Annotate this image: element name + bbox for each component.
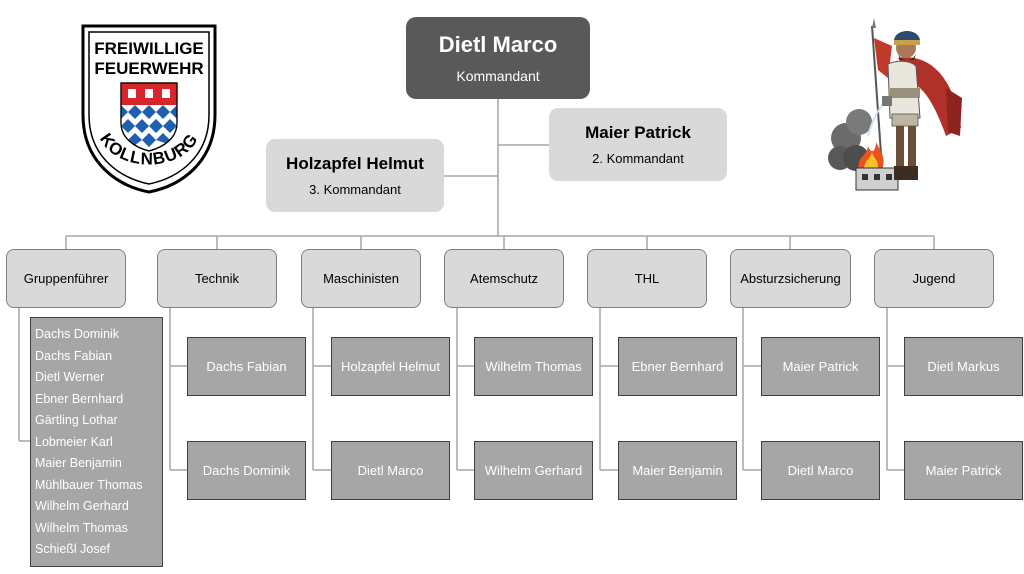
- saint-florian-illustration-icon: [828, 18, 962, 191]
- member-name: Dietl Markus: [927, 359, 1000, 374]
- member-name: Wilhelm Gerhard: [484, 463, 583, 478]
- member-box: Holzapfel Helmut: [331, 337, 450, 396]
- member-box: Maier Patrick: [761, 337, 880, 396]
- member-name: Maier Patrick: [925, 463, 1002, 478]
- deputy3-role: 3. Kommandant: [309, 182, 401, 197]
- category-atemschutz: Atemschutz: [444, 249, 564, 308]
- list-item: Dachs Fabian: [35, 348, 113, 363]
- member-name: Dietl Marco: [787, 463, 854, 478]
- list-item: Wilhelm Gerhard: [35, 499, 129, 513]
- coat-of-arms-icon: [120, 82, 178, 152]
- category-gruppenfuehrer: Gruppenführer: [6, 249, 126, 308]
- member-box: Maier Benjamin: [618, 441, 737, 500]
- logo-line2: FEUERWEHR: [94, 59, 203, 78]
- commander-role: Kommandant: [456, 68, 540, 84]
- commander-box: Dietl Marco Kommandant: [406, 17, 590, 99]
- member-name: Maier Patrick: [782, 359, 859, 374]
- member-box: Dietl Markus: [904, 337, 1023, 396]
- category-label: Jugend: [912, 271, 956, 286]
- list-item: Schießl Josef: [35, 542, 111, 556]
- deputy3-name: Holzapfel Helmut: [286, 154, 424, 173]
- member-name: Dachs Dominik: [202, 463, 291, 478]
- deputy2-role: 2. Kommandant: [592, 151, 684, 166]
- member-box: Dietl Marco: [331, 441, 450, 500]
- category-maschinisten: Maschinisten: [301, 249, 421, 308]
- member-box: Wilhelm Gerhard: [474, 441, 593, 500]
- commander-name: Dietl Marco: [438, 32, 558, 57]
- member-box: Wilhelm Thomas: [474, 337, 593, 396]
- list-item: Dachs Dominik: [35, 327, 120, 341]
- list-item: Mühlbauer Thomas: [35, 477, 143, 492]
- category-label: Absturzsicherung: [740, 271, 841, 286]
- category-thl: THL: [587, 249, 707, 308]
- category-jugend: Jugend: [874, 249, 994, 308]
- member-name: Holzapfel Helmut: [341, 359, 440, 374]
- list-item: Ebner Bernhard: [35, 391, 124, 406]
- deputy2-box: Maier Patrick 2. Kommandant: [549, 108, 727, 181]
- member-name: Wilhelm Thomas: [485, 359, 582, 374]
- gruppenfuehrer-member-list: Dachs Dominik Dachs Fabian Dietl Werner …: [30, 317, 163, 567]
- category-label: Gruppenführer: [23, 271, 109, 286]
- category-technik: Technik: [157, 249, 277, 308]
- list-item: Gärtling Lothar: [35, 413, 118, 427]
- list-item: Lobmeier Karl: [35, 434, 113, 449]
- member-box: Ebner Bernhard: [618, 337, 737, 396]
- member-name: Maier Benjamin: [632, 463, 723, 478]
- category-label: Atemschutz: [470, 271, 538, 286]
- member-box: Dietl Marco: [761, 441, 880, 500]
- fire-brigade-logo: FREIWILLIGE FEUERWEHR KOLLNBURG: [81, 24, 217, 194]
- list-item: Maier Benjamin: [35, 456, 122, 470]
- deputy3-box: Holzapfel Helmut 3. Kommandant: [266, 139, 444, 212]
- member-name: Ebner Bernhard: [631, 359, 724, 374]
- member-box: Maier Patrick: [904, 441, 1023, 500]
- deputy2-name: Maier Patrick: [585, 123, 691, 142]
- member-name: Dietl Marco: [357, 463, 424, 478]
- member-name: Dachs Fabian: [206, 359, 287, 374]
- logo-line1: FREIWILLIGE: [94, 39, 204, 58]
- member-box: Dachs Fabian: [187, 337, 306, 396]
- list-item: Dietl Werner: [35, 370, 105, 384]
- category-label: THL: [634, 271, 660, 286]
- list-item: Wilhelm Thomas: [35, 520, 128, 535]
- category-absturzsicherung: Absturzsicherung: [730, 249, 851, 308]
- category-label: Maschinisten: [323, 271, 399, 286]
- member-box: Dachs Dominik: [187, 441, 306, 500]
- category-label: Technik: [194, 271, 240, 286]
